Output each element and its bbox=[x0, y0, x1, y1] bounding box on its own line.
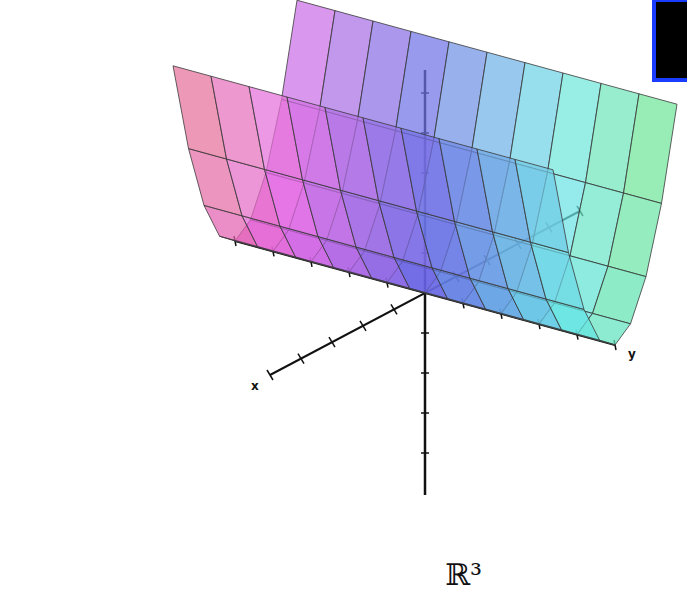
axis-label: x bbox=[251, 380, 259, 392]
axis-label: y bbox=[628, 348, 636, 360]
z-tick bbox=[421, 412, 429, 414]
x-tick bbox=[267, 370, 273, 380]
corner-box bbox=[654, 0, 687, 80]
surface-patch bbox=[608, 193, 662, 277]
x-tick bbox=[329, 337, 335, 347]
space-label: ℝ³ bbox=[445, 560, 482, 590]
z-tick bbox=[421, 452, 429, 454]
x-tick bbox=[298, 354, 304, 364]
surface-patch bbox=[515, 159, 569, 252]
z-tick bbox=[421, 372, 429, 374]
parabolic-cylinder-surface bbox=[173, 0, 677, 345]
surface-patch bbox=[531, 242, 585, 309]
x-tick bbox=[391, 304, 397, 314]
x-tick bbox=[360, 321, 366, 331]
z-tick bbox=[421, 332, 429, 334]
surface-patch bbox=[624, 94, 678, 204]
surface-patch bbox=[593, 266, 647, 324]
